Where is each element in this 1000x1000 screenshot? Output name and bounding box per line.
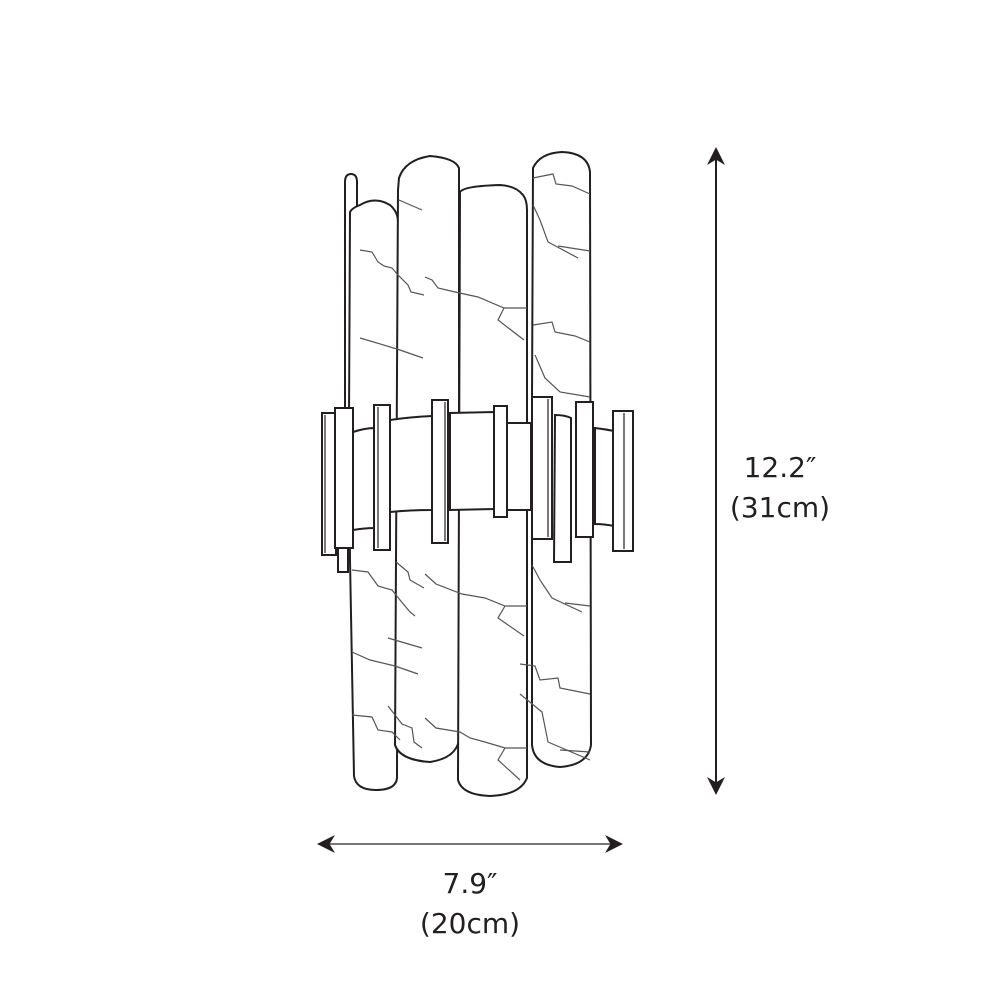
clip-1a bbox=[321, 412, 337, 556]
clip-3 bbox=[431, 399, 449, 544]
band bbox=[321, 396, 634, 573]
width-dimension-label: 7.9″ (20cm) bbox=[400, 864, 540, 944]
clip-7 bbox=[612, 410, 634, 552]
clip-1c bbox=[337, 547, 349, 573]
width-metric: (20cm) bbox=[419, 907, 521, 940]
height-metric: (31cm) bbox=[729, 491, 831, 524]
band-segment-4 bbox=[506, 422, 532, 511]
band-segment-2 bbox=[389, 414, 433, 514]
band-segment-1 bbox=[352, 426, 376, 532]
clip-5 bbox=[531, 396, 553, 540]
width-imperial: 7.9″ bbox=[442, 867, 498, 900]
clip-6 bbox=[575, 401, 594, 538]
band-segment-6 bbox=[594, 426, 615, 528]
clip-2 bbox=[373, 404, 391, 551]
band-segment-3 bbox=[449, 410, 495, 512]
clip-1b bbox=[334, 407, 354, 549]
band-segment-5 bbox=[552, 413, 572, 563]
height-imperial: 12.2″ bbox=[743, 451, 817, 484]
height-dimension-label: 12.2″ (31cm) bbox=[720, 448, 840, 528]
clip-4 bbox=[493, 405, 508, 518]
marble-veins bbox=[351, 173, 591, 781]
